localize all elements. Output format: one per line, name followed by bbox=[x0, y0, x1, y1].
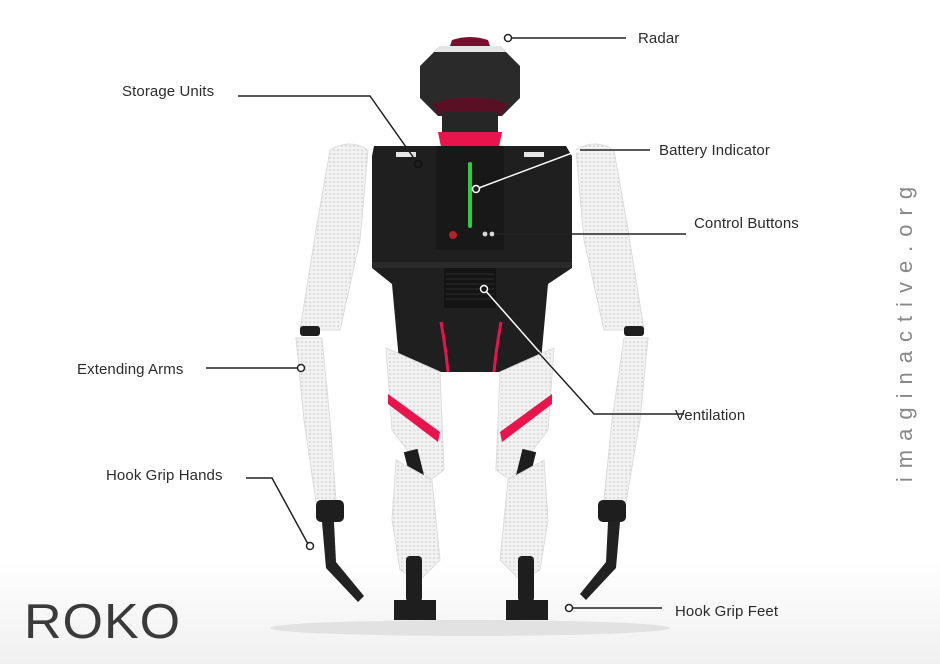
control-button-2 bbox=[489, 231, 495, 237]
ventilation-dot bbox=[479, 284, 489, 294]
left-arm bbox=[295, 143, 369, 602]
storage-units-leader bbox=[238, 95, 419, 165]
control-button-1 bbox=[482, 231, 488, 237]
left-leg bbox=[385, 347, 445, 620]
storage-dot bbox=[413, 159, 423, 169]
label-hook-grip-feet: Hook Grip Feet bbox=[675, 603, 779, 620]
label-radar: Radar bbox=[638, 30, 680, 47]
floor bbox=[0, 560, 940, 664]
leader-endpoints bbox=[296, 33, 574, 613]
right-leg bbox=[495, 347, 555, 620]
label-storage-units: Storage Units bbox=[122, 83, 215, 100]
robot-head bbox=[420, 37, 520, 152]
battery-indicator-bar bbox=[468, 162, 472, 228]
red-button bbox=[449, 231, 457, 239]
floor-shadow bbox=[270, 620, 670, 636]
watermark: imaginactive.org bbox=[892, 177, 917, 483]
arms-dot bbox=[296, 363, 306, 373]
label-battery-indicator: Battery Indicator bbox=[659, 142, 770, 159]
right-arm bbox=[575, 143, 649, 600]
label-control-buttons: Control Buttons bbox=[694, 215, 799, 232]
radar-dot bbox=[503, 33, 513, 43]
label-hook-grip-hands: Hook Grip Hands bbox=[106, 467, 223, 484]
battery-dot bbox=[471, 184, 481, 194]
product-title: ROKO bbox=[24, 594, 182, 650]
leader-lines bbox=[206, 37, 686, 609]
feet-dot bbox=[564, 603, 574, 613]
label-extending-arms: Extending Arms bbox=[77, 361, 184, 378]
robot-torso bbox=[372, 146, 572, 373]
hands-dot bbox=[305, 541, 315, 551]
label-ventilation: Ventilation bbox=[675, 407, 746, 424]
hook-grip-hands-leader bbox=[246, 477, 309, 545]
